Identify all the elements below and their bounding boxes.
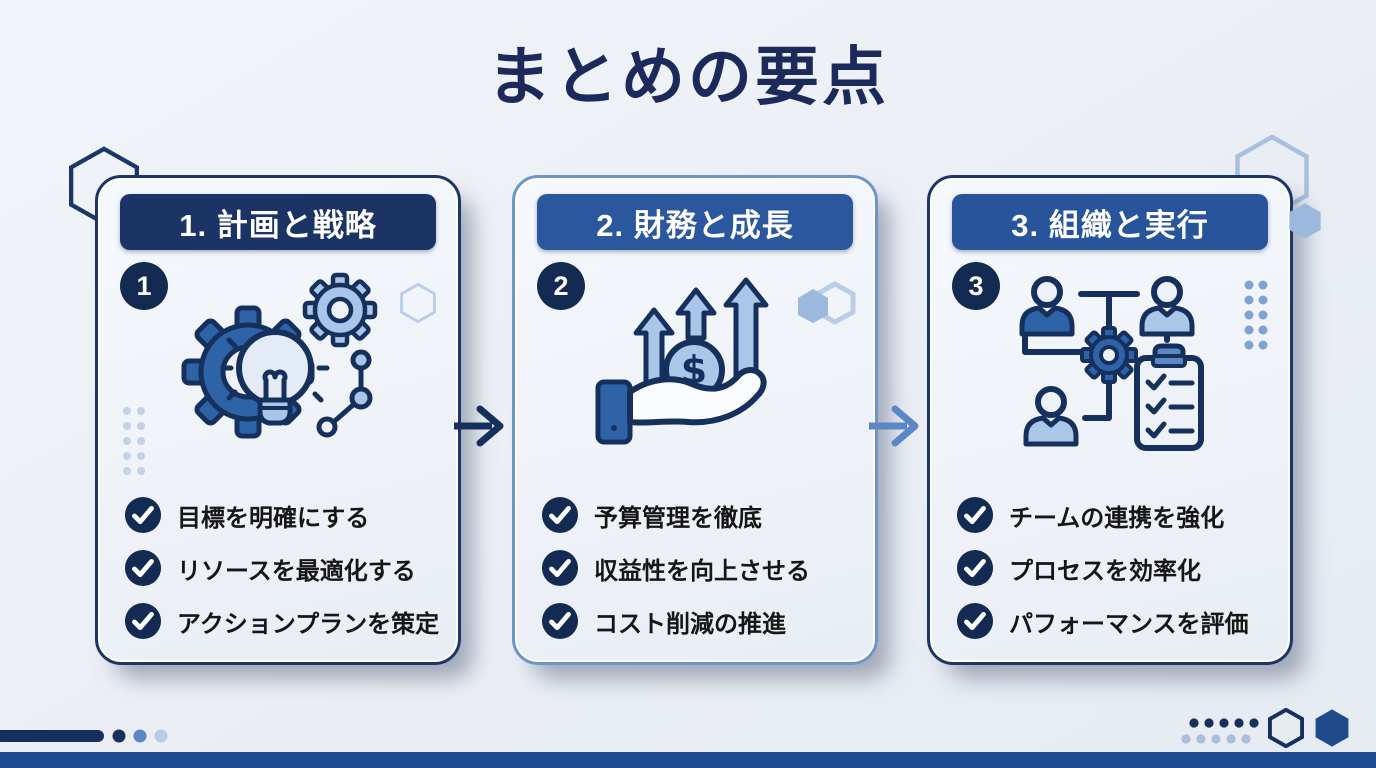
list-item-label: コスト削減の推進 <box>594 610 786 638</box>
list-item-label: リソースを最適化する <box>177 557 416 585</box>
right-arrow-icon <box>454 405 504 447</box>
list-item: チームの連携を強化 <box>956 496 1278 534</box>
bottom-accent-bar <box>0 752 1376 768</box>
list-item: パフォーマンスを評価 <box>956 602 1278 640</box>
card-planning-strategy: 1. 計画と戦略 1 <box>95 175 461 665</box>
footer-left-dots <box>112 729 168 743</box>
gears-lightbulb-icon <box>98 260 458 484</box>
list-item-label: 目標を明確にする <box>177 504 370 532</box>
card-2-header: 2. 財務と成長 <box>537 194 853 250</box>
list-item: アクションプランを策定 <box>124 602 446 640</box>
card-1-number-badge: 1 <box>120 262 168 310</box>
list-item: 収益性を向上させる <box>541 549 863 587</box>
list-item-label: アクションプランを策定 <box>177 610 440 638</box>
check-icon <box>124 496 162 534</box>
card-organization-execution: 3. 組織と実行 3 <box>927 175 1293 665</box>
card-3-header: 3. 組織と実行 <box>952 194 1268 250</box>
list-item-label: 収益性を向上させる <box>594 557 810 585</box>
list-item-label: パフォーマンスを評価 <box>1009 610 1249 638</box>
footer-hexagon-outline <box>1268 708 1304 748</box>
check-icon <box>541 602 579 640</box>
dot-grid-icon <box>1244 280 1268 350</box>
hexagon-pair-icon <box>798 281 856 325</box>
check-icon <box>956 549 994 587</box>
list-item: コスト削減の推進 <box>541 602 863 640</box>
check-icon <box>541 496 579 534</box>
list-item-label: プロセスを効率化 <box>1009 557 1201 585</box>
footer-left-line <box>0 730 104 742</box>
card-3-checklist: チームの連携を強化 プロセスを効率化 パフォーマンスを評価 <box>956 496 1278 640</box>
list-item: プロセスを効率化 <box>956 549 1278 587</box>
hexagon-filled-top-right <box>1289 203 1321 239</box>
hand-coin-growth-arrows-icon: $ <box>515 260 875 484</box>
check-icon <box>956 602 994 640</box>
footer-hexagon-filled <box>1315 709 1349 747</box>
list-item: リソースを最適化する <box>124 549 446 587</box>
check-icon <box>124 549 162 587</box>
card-3-number-badge: 3 <box>952 262 1000 310</box>
team-gear-checklist-icon <box>930 260 1290 484</box>
dot-grid-icon <box>123 407 145 475</box>
check-icon <box>956 496 994 534</box>
check-icon <box>124 602 162 640</box>
list-item: 予算管理を徹底 <box>541 496 863 534</box>
footer-right-dots <box>1181 718 1259 744</box>
card-1-checklist: 目標を明確にする リソースを最適化する アクションプランを策定 <box>124 496 446 640</box>
right-arrow-icon <box>869 405 919 447</box>
list-item-label: 予算管理を徹底 <box>594 504 762 532</box>
card-finance-growth: 2. 財務と成長 2 $ 予算管理を徹底 収益性を向上させる <box>512 175 878 665</box>
page-title: まとめの要点 <box>487 41 889 113</box>
card-2-number-badge: 2 <box>537 262 585 310</box>
list-item-label: チームの連携を強化 <box>1009 504 1225 532</box>
card-1-header: 1. 計画と戦略 <box>120 194 436 250</box>
check-icon <box>541 549 579 587</box>
card-2-checklist: 予算管理を徹底 収益性を向上させる コスト削減の推進 <box>541 496 863 640</box>
hexagon-outline-icon <box>400 283 436 323</box>
list-item: 目標を明確にする <box>124 496 446 534</box>
